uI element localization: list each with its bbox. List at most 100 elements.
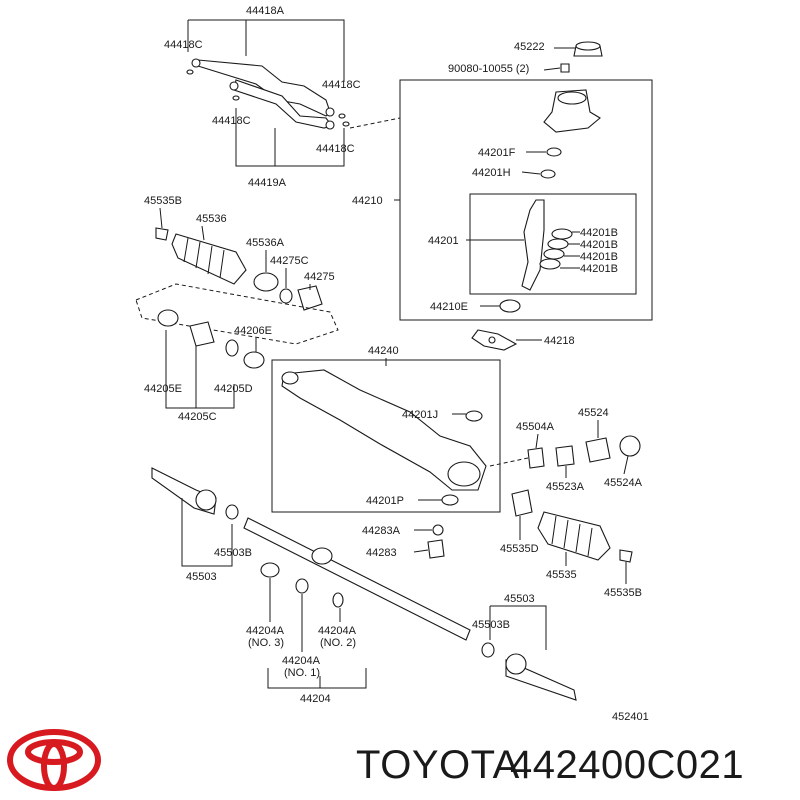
part-label: 45535B [604, 587, 642, 599]
part-label: 44201F [478, 147, 516, 159]
part-label: 44205E [144, 383, 182, 395]
tube-fitting [325, 120, 335, 130]
ball-joint [195, 489, 217, 511]
boot-clamp [511, 489, 533, 517]
logo-vertical-ring [41, 741, 67, 791]
o-ring [295, 578, 309, 594]
o-ring [225, 339, 239, 357]
plug [432, 524, 444, 536]
valve-housing-bore [557, 91, 587, 105]
claw-washer [225, 504, 239, 520]
part-label: 44218 [544, 335, 575, 347]
rack-boot [537, 511, 611, 561]
part-label: 44418A [246, 5, 285, 17]
part-label: 44275C [270, 255, 309, 267]
part-label: (NO. 3) [248, 637, 284, 649]
rack-piston [311, 547, 333, 565]
part-label: 44201B [580, 251, 618, 263]
self-locking-nut [427, 539, 445, 559]
o-ring [232, 95, 240, 101]
rack-housing [281, 369, 487, 491]
part-label: 44418C [322, 79, 361, 91]
pipe-group [186, 19, 401, 167]
part-label: 44240 [368, 345, 399, 357]
o-ring [338, 113, 346, 119]
oil-seal [499, 299, 521, 313]
rack-guide [527, 447, 545, 469]
part-label: 44283 [366, 547, 397, 559]
part-label: 45503B [472, 619, 510, 631]
toyota-logo [7, 729, 101, 791]
part-label: 45536 [196, 213, 227, 225]
part-label: 44204A [246, 625, 285, 637]
part-label: (NO. 1) [284, 667, 320, 679]
part-label: 44201B [580, 263, 618, 275]
part-label: 45523A [546, 481, 585, 493]
o-ring [342, 121, 350, 127]
gasket-hole [488, 336, 496, 344]
tube-fitting [229, 81, 239, 91]
control-valve-group [394, 41, 653, 351]
tube-fitting [191, 58, 201, 68]
part-label: 45536A [246, 237, 285, 249]
part-label: 44204A [282, 655, 321, 667]
part-label: 44205C [178, 411, 217, 423]
boot-clamp [619, 549, 633, 563]
rack-bushing [253, 272, 279, 292]
part-label: 44283A [362, 525, 401, 537]
rack-guide-group [489, 435, 641, 469]
part-label: 45222 [514, 41, 545, 53]
oil-seal [465, 410, 483, 422]
claw-washer [481, 642, 495, 658]
seal-ring [539, 258, 561, 270]
part-label: 44201H [472, 167, 511, 179]
brand-name: TOYOTA [356, 743, 520, 787]
rack-guide-spring [555, 445, 575, 467]
part-label: 44204 [300, 693, 331, 705]
snap-ring [279, 288, 293, 304]
part-label: 44205D [214, 383, 253, 395]
seal-ring [547, 238, 569, 250]
part-label: 44201B [580, 239, 618, 251]
rack-boot [171, 233, 247, 285]
bearing [540, 169, 556, 179]
part-label: 44419A [248, 177, 287, 189]
bolt [560, 63, 570, 73]
diagram-number: 452401 [612, 711, 649, 723]
rack-housing-group [271, 359, 501, 513]
oil-seal [243, 351, 265, 369]
part-label: 44210E [430, 301, 468, 313]
part-label: 44201P [366, 495, 404, 507]
part-label: 45524 [578, 407, 609, 419]
housing-port [447, 461, 481, 487]
tube-fitting [325, 107, 335, 117]
valve-housing [543, 89, 601, 133]
part-number: 442400C021 [510, 743, 744, 787]
part-label: 90080-10055 (2) [448, 63, 529, 75]
lock-nut [619, 435, 641, 457]
seal-ring [543, 248, 565, 260]
oil-seal [157, 309, 179, 327]
leader-lines [159, 47, 629, 652]
cylinder-end-stopper [189, 321, 215, 347]
part-label: 45524A [604, 477, 643, 489]
valve-shaft [521, 199, 545, 291]
steering-rack [243, 517, 471, 641]
part-label: 45503 [186, 571, 217, 583]
part-label: 44201J [402, 409, 438, 421]
part-label: 44201 [428, 235, 459, 247]
part-label: 44210 [352, 195, 383, 207]
part-label: 45535D [500, 543, 539, 555]
part-label: 44418C [164, 39, 203, 51]
lower-parts-group [151, 467, 633, 701]
part-label: 44204A [318, 625, 357, 637]
part-labels: 44418A 44418C 44418C 44418C 44418C 44419… [144, 5, 649, 723]
oil-seal [441, 494, 459, 506]
housing-end [281, 371, 299, 385]
o-ring [332, 592, 344, 608]
o-ring [186, 69, 194, 75]
oil-seal [260, 562, 280, 578]
dust-cover-top [575, 41, 601, 51]
part-label: 45535 [546, 569, 577, 581]
